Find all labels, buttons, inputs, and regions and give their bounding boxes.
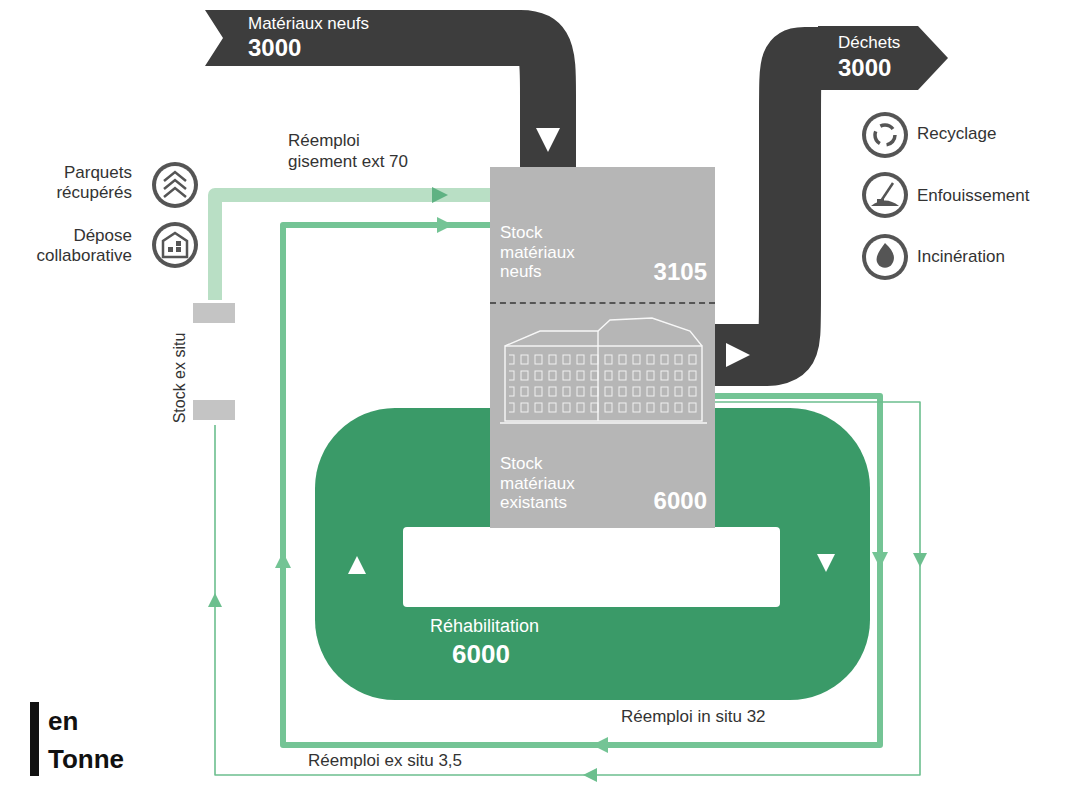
waste-band: Déchets3000 <box>818 26 948 90</box>
icon-label: Parquets récupérés <box>18 163 132 203</box>
offsite-stock: Stock ex situ <box>165 300 240 425</box>
arrow-head <box>583 768 597 782</box>
shovel-glyph <box>881 183 893 201</box>
flow-label-anchor: Réemploi in situ 32 <box>618 706 769 727</box>
node-title: Déchets <box>838 32 900 54</box>
parquet-chevron <box>164 180 186 189</box>
loop-arrow <box>348 556 366 574</box>
new-stock-box: Stock matériaux neufs3105 <box>490 167 715 302</box>
house-glyph <box>163 233 187 257</box>
node-value: 3000 <box>838 54 891 82</box>
flow-connector <box>515 38 548 167</box>
box-glyph <box>176 247 181 252</box>
flow-group <box>715 58 818 367</box>
node-value: 6000 <box>452 638 870 670</box>
parquet-chevron <box>164 172 186 181</box>
node-value: 6000 <box>500 487 707 515</box>
box-glyph <box>176 241 181 246</box>
mound-glyph <box>871 201 899 207</box>
landfill-icon <box>862 172 908 218</box>
label-anchor: Incinération <box>917 246 1057 268</box>
parquet-chevron <box>164 188 186 197</box>
input-band: Matériaux neufs3000 <box>205 10 515 66</box>
parquet-icon <box>152 162 198 208</box>
existing-stock-box: Stock matériaux existants6000 <box>490 302 715 528</box>
flow-connector <box>283 225 880 745</box>
icon-label: Recyclage <box>917 123 1057 145</box>
label-anchor: Dépose collaborative <box>8 226 132 266</box>
icon-face <box>866 116 904 154</box>
arrow-head <box>592 737 608 753</box>
icon-ring <box>152 162 198 208</box>
loop-arrow <box>817 554 835 572</box>
stock-marker <box>193 400 235 420</box>
stock-marker <box>193 303 235 323</box>
loop-band <box>315 408 870 700</box>
flow-group <box>515 38 560 167</box>
label-anchor: Enfouissement <box>917 185 1062 207</box>
flow-connector <box>215 195 490 300</box>
arrow-head <box>275 552 291 568</box>
arrow-head <box>208 593 222 607</box>
icon-label: Incinération <box>917 246 1057 268</box>
depose-icon <box>152 222 198 268</box>
recycle-glyph <box>875 125 895 145</box>
facade <box>505 346 702 421</box>
icon-label: Enfouissement <box>917 185 1062 207</box>
node-title: Stock ex situ <box>170 323 190 433</box>
icon-label: Dépose collaborative <box>8 226 132 266</box>
icon-ring <box>862 172 908 218</box>
icon-face <box>866 238 904 276</box>
node-value: 3105 <box>500 258 707 286</box>
flow-label: Réemploi gisement ext 70 <box>285 130 431 172</box>
arrow-head <box>726 343 750 367</box>
icon-ring <box>862 234 908 280</box>
window-grid <box>509 352 697 416</box>
icon-ring <box>152 222 198 268</box>
flow-group <box>215 187 490 300</box>
arrow-head <box>872 552 888 568</box>
node-title: Réhabilitation <box>430 614 870 638</box>
flow-label-anchor: Réemploi gisement ext 70 <box>285 130 431 172</box>
band-head <box>818 26 948 90</box>
icon-ring <box>862 112 908 158</box>
label-anchor: en Tonne <box>48 702 126 778</box>
icon-face <box>156 166 194 204</box>
unit-label: en Tonne <box>48 702 126 778</box>
icon-face <box>866 176 904 214</box>
recycle-icon <box>862 112 908 158</box>
node-value: 3000 <box>248 34 301 62</box>
flow-connector <box>715 58 818 355</box>
building-sketch <box>500 318 707 423</box>
arrow-head <box>536 128 560 152</box>
icon-face <box>156 226 194 264</box>
node-title: Stock matériaux existants <box>500 454 615 513</box>
wing-line <box>597 331 598 421</box>
ground-line <box>500 422 707 423</box>
flow-label-anchor: Réemploi ex situ 3,5 <box>305 750 465 771</box>
band-tail <box>205 10 515 66</box>
label-anchor: Recyclage <box>917 123 1057 145</box>
roof-line <box>505 318 702 346</box>
node-title: Stock matériaux neufs <box>500 223 615 282</box>
arrow-head <box>913 553 927 567</box>
flame-glyph <box>877 243 894 268</box>
flow-label: Réemploi in situ 32 <box>618 706 769 727</box>
unit-bar <box>30 702 39 776</box>
arrow-head <box>432 187 448 203</box>
shovel-blade <box>877 199 884 204</box>
incineration-icon <box>862 234 908 280</box>
arrow-head <box>437 217 453 233</box>
box-glyph <box>168 247 173 252</box>
flow-label: Réemploi ex situ 3,5 <box>305 750 465 771</box>
node-title: Matériaux neufs <box>248 14 369 34</box>
loop-hole <box>403 527 780 607</box>
label-anchor: Parquets récupérés <box>18 163 132 203</box>
